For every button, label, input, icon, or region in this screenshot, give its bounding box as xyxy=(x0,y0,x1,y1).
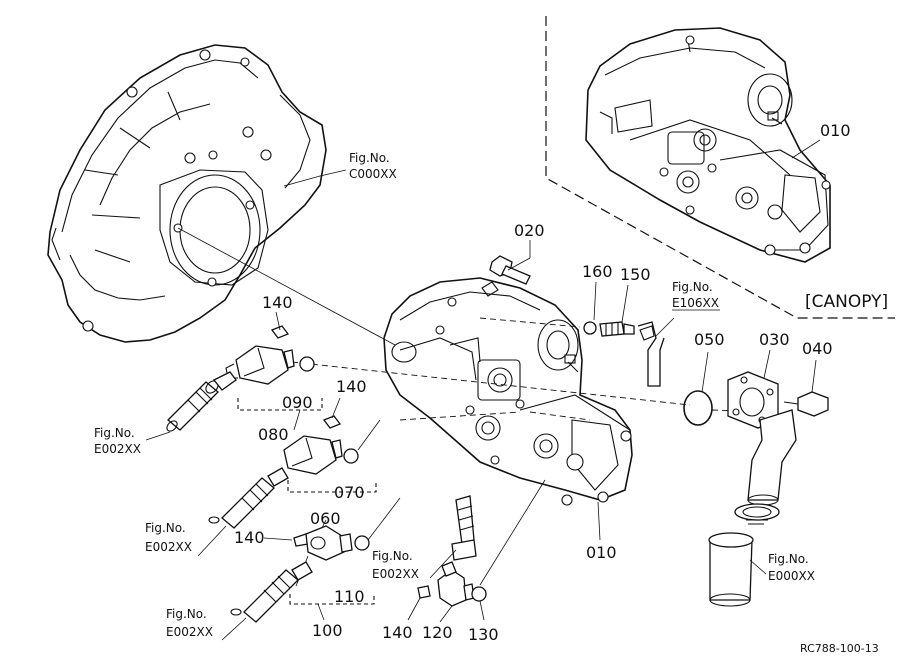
hose-e002-c: Fig.No. E002XX xyxy=(166,561,313,641)
alignment-axes xyxy=(291,317,771,421)
bolt-040: 040 xyxy=(783,339,833,417)
suction-hose-e000: Fig.No. E000XX xyxy=(708,503,815,607)
callout-070: 070 xyxy=(334,483,365,502)
callout-010-canopy: 010 xyxy=(820,121,851,140)
callout-090: 090 xyxy=(282,393,313,412)
oring-160: 160 xyxy=(582,262,613,335)
canopy-010-leader xyxy=(791,139,821,159)
fig-ref-e002xx-a-code: E002XX xyxy=(94,442,141,456)
leader-110-pump xyxy=(367,497,401,541)
callout-140-a: 140 xyxy=(262,293,293,312)
callout-080: 080 xyxy=(258,425,289,444)
leader-070-pump xyxy=(357,419,381,451)
fig-ref-e002xx-d-code: E002XX xyxy=(372,567,419,581)
oring-050: 050 xyxy=(683,330,725,426)
callout-150: 150 xyxy=(620,265,651,284)
bracket-060-110 xyxy=(289,594,375,605)
fitting-120: 120 xyxy=(422,561,475,642)
callout-140-d: 140 xyxy=(382,623,413,642)
fig-ref-e106xx-label: Fig.No. xyxy=(672,280,713,294)
leader-130-pump xyxy=(479,479,546,586)
fig-ref-e000xx-code: E000XX xyxy=(768,569,815,583)
fig-ref-c000xx: Fig.No. C000XX xyxy=(283,151,397,187)
callout-060: 060 xyxy=(310,509,341,528)
fig-ref-e002xx-c-code: E002XX xyxy=(166,625,213,639)
elbow-hose-e106: Fig.No. E106XX xyxy=(637,280,720,387)
drawing-reference: RC788-100-13 xyxy=(800,642,879,655)
fig-ref-e002xx-b-code: E002XX xyxy=(145,540,192,554)
bolt-020: 020 xyxy=(489,221,545,285)
fig-ref-c000xx-label: Fig.No. xyxy=(349,151,390,165)
oring-130: 130 xyxy=(468,586,499,644)
plug-140-middle: 140 xyxy=(322,377,367,429)
pipe-e002-d: Fig.No. E002XX xyxy=(372,495,477,581)
callout-130: 130 xyxy=(468,625,499,644)
canopy-label: [CANOPY] xyxy=(805,292,888,312)
leader-080 xyxy=(293,409,301,431)
flywheel-housing-illustration xyxy=(47,44,327,343)
canopy-pump-illustration xyxy=(585,27,831,263)
callout-030: 030 xyxy=(759,330,790,349)
canopy-variant-panel: 010 [CANOPY] xyxy=(545,16,895,319)
fig-ref-e106xx-code: E106XX xyxy=(672,296,719,310)
canopy-boundary-line xyxy=(545,16,895,319)
hose-e002-b: Fig.No. E002XX xyxy=(145,467,289,557)
elbow-flange-030: 030 xyxy=(727,330,797,506)
plug-140-lower: 140 xyxy=(382,585,431,642)
fitting-070 xyxy=(283,435,359,475)
fitting-150: 150 xyxy=(599,265,651,337)
bracket-080-090 xyxy=(237,398,323,411)
callout-020: 020 xyxy=(514,221,545,240)
callout-110: 110 xyxy=(334,587,365,606)
callout-100: 100 xyxy=(312,621,343,640)
fitting-060: 140 060 xyxy=(234,509,370,561)
fig-ref-e002xx-a-label: Fig.No. xyxy=(94,426,135,440)
callout-040: 040 xyxy=(802,339,833,358)
bracket-070 xyxy=(287,480,377,493)
hose-e002-a: Fig.No. E002XX xyxy=(94,371,237,456)
fig-ref-e002xx-b-label: Fig.No. xyxy=(145,521,186,535)
fig-ref-e002xx-c-label: Fig.No. xyxy=(166,607,207,621)
fig-ref-e000xx-label: Fig.No. xyxy=(768,552,809,566)
callout-010-main: 010 xyxy=(586,543,617,562)
fitting-080 xyxy=(225,345,315,385)
callout-140-b: 140 xyxy=(336,377,367,396)
main-010-leader xyxy=(597,501,601,541)
fig-ref-c000xx-code: C000XX xyxy=(349,167,397,181)
leader-100 xyxy=(317,603,325,621)
plug-140-upper: 140 xyxy=(262,293,293,339)
fig-ref-e002xx-d-label: Fig.No. xyxy=(372,549,413,563)
callout-120: 120 xyxy=(422,623,453,642)
callout-160: 160 xyxy=(582,262,613,281)
housing-leader-line xyxy=(177,227,396,346)
callout-140-c: 140 xyxy=(234,528,265,547)
main-pump-illustration xyxy=(383,277,633,506)
callout-050: 050 xyxy=(694,330,725,349)
